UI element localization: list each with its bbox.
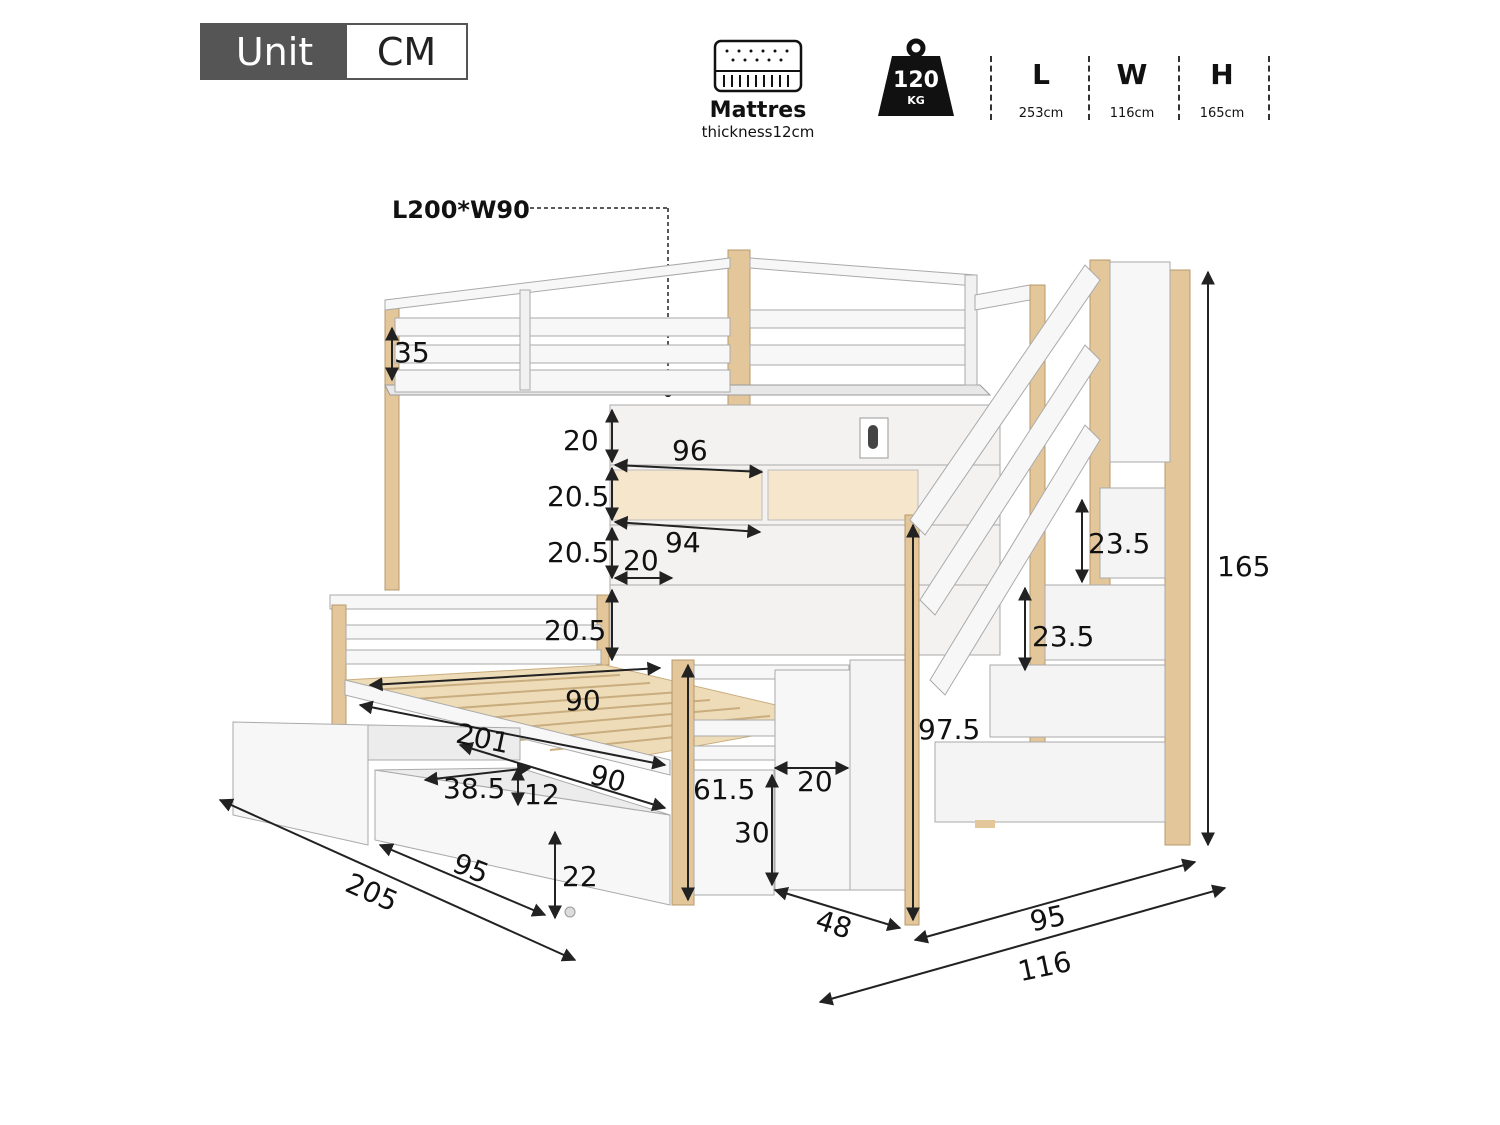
unit-value: CM	[376, 29, 437, 74]
weight-value: 120	[893, 68, 939, 93]
shelf-height-2-label: 20.5	[547, 480, 610, 513]
mattress-title: Mattres	[709, 98, 807, 123]
drawer-width-label: 38.5	[443, 772, 506, 805]
unit-label: Unit	[202, 25, 347, 78]
height-value: 165cm	[1199, 106, 1245, 121]
weight-unit: KG	[907, 94, 925, 107]
separator	[1268, 56, 1270, 120]
mattress-size-label: L200*W90	[392, 196, 530, 224]
mattress-subtitle: thickness12cm	[701, 123, 815, 141]
step-height-label: 30	[734, 816, 770, 849]
drawer-height-1-label: 12	[524, 778, 560, 811]
drawer-height-2-label: 22	[562, 860, 598, 893]
stair-height-label: 97.5	[918, 713, 981, 746]
height-letter: H	[1210, 58, 1234, 91]
separator	[990, 56, 992, 120]
width-letter: W	[1116, 58, 1148, 91]
shelf-width-2-label: 94	[665, 526, 701, 559]
step-rise-1-label: 23.5	[1088, 527, 1151, 560]
shelf-height-1-label: 20	[563, 424, 599, 457]
staircase	[774, 259, 1191, 926]
separator	[1178, 56, 1180, 120]
top-rail-label: 35	[394, 336, 430, 369]
dimension-lines	[218, 270, 1227, 1006]
separator	[1088, 56, 1090, 120]
length-letter: L	[1032, 58, 1050, 91]
length-value: 253cm	[1018, 106, 1064, 121]
mattress-spec: Mattres thickness12cm	[690, 38, 826, 141]
unit-box: Unit CM	[200, 23, 468, 80]
shelf-width-1-label: 96	[672, 434, 708, 467]
shelf-height-3-label: 20.5	[547, 536, 610, 569]
weight-badge: 120 KG	[876, 38, 956, 118]
overall-height-label: 165	[1217, 550, 1271, 583]
step-depth-label: 20	[797, 765, 833, 798]
step-rise-2-label: 23.5	[1032, 620, 1095, 653]
shelf-depth-label: 20	[623, 544, 659, 577]
shelf-height-4-label: 20.5	[544, 614, 607, 647]
post-height-label: 61.5	[693, 773, 756, 806]
weight-icon	[878, 38, 954, 116]
mattress-pointer	[530, 207, 672, 397]
mattress-icon	[713, 39, 803, 93]
bed-width-label: 90	[565, 684, 601, 717]
width-value: 116cm	[1109, 106, 1155, 121]
